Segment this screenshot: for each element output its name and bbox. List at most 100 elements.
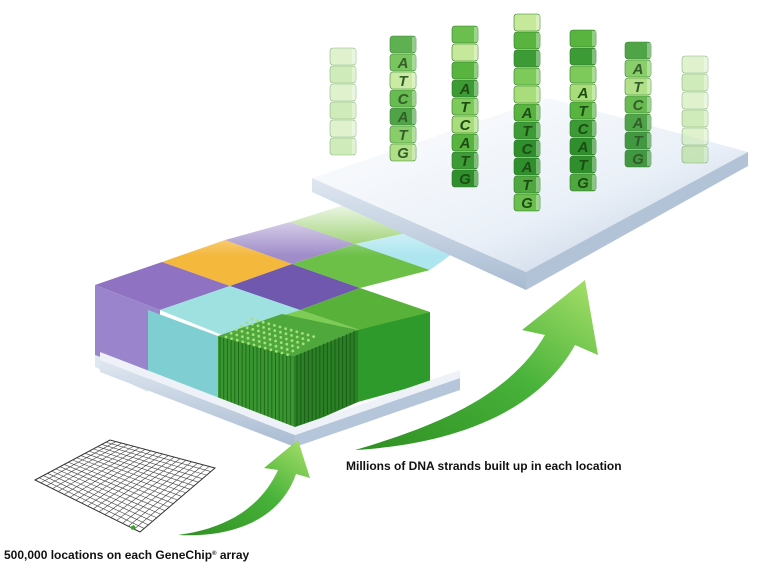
dna-base-letter: C: [578, 121, 590, 138]
dna-block-shine: [536, 105, 540, 120]
dna-base-block: [569, 155, 597, 174]
dna-base-block: [681, 73, 709, 92]
dna-block-shine: [352, 121, 356, 136]
feature-dot: [251, 333, 255, 336]
dna-base-block: [681, 145, 709, 164]
feature-dot: [262, 331, 266, 334]
feature-dot: [278, 325, 282, 329]
feature-dot: [240, 324, 244, 328]
feature-dot: [295, 335, 299, 339]
cube-top-purple-mid: [230, 264, 360, 310]
feature-cube-dots: [224, 317, 315, 356]
dna-strands-caption: Millions of DNA strands built up in each…: [346, 459, 622, 473]
dna-base-block: [513, 193, 541, 212]
dna-base-block: [329, 83, 357, 102]
feature-dot: [280, 346, 283, 350]
dna-base-letter: C: [522, 141, 534, 158]
feature-dot: [289, 328, 293, 332]
cube-front-green-right-top: [300, 288, 430, 330]
feature-dot: [246, 331, 250, 335]
dna-base-letter: T: [522, 177, 533, 194]
dna-base-letter: T: [578, 103, 589, 120]
dna-base-block: [389, 125, 417, 144]
feature-dot: [251, 322, 254, 326]
feature-dot: [235, 333, 239, 337]
feature-dot: [257, 334, 261, 338]
dna-block-shine: [352, 85, 356, 100]
dna-base-block: [681, 91, 709, 110]
feature-dot: [307, 338, 310, 342]
dna-base-letter: C: [398, 91, 410, 108]
feature-dot: [252, 338, 256, 342]
dna-base-letter: T: [398, 73, 409, 90]
dna-base-block: [513, 67, 541, 86]
chip-base-right: [295, 378, 460, 447]
dna-base-letter: G: [632, 151, 644, 168]
dna-base-letter: A: [397, 55, 409, 72]
dna-base-letter: A: [459, 81, 471, 98]
cube-front-purple: [95, 285, 160, 380]
feature-dot: [273, 324, 276, 327]
dna-base-block: [624, 41, 652, 60]
feature-dot: [285, 342, 289, 346]
dna-base-block: [389, 71, 417, 90]
dna-base-block: [624, 77, 652, 96]
feature-dot: [286, 353, 289, 356]
dna-base-block: [389, 89, 417, 108]
dna-base-block: [329, 65, 357, 84]
feature-dot: [246, 336, 250, 340]
dna-block-shine: [352, 139, 356, 154]
feature-dot: [274, 344, 278, 348]
dna-block-shine: [536, 141, 540, 156]
dna-block-shine: [592, 31, 596, 46]
dna-base-block: [389, 35, 417, 54]
feature-dot: [241, 340, 245, 344]
dna-block-shine: [412, 37, 416, 52]
dna-base-block: [624, 59, 652, 78]
dna-block-shine: [474, 81, 478, 96]
platform-front: [312, 178, 526, 290]
dna-base-block: [389, 107, 417, 126]
dna-base-block: [389, 53, 417, 72]
dna-base-letter: A: [577, 139, 589, 156]
dna-block-shine: [536, 177, 540, 192]
dna-block-shine: [412, 73, 416, 88]
chip-grid-lines: [39, 441, 211, 530]
feature-dot: [275, 350, 278, 353]
feature-dot: [312, 335, 315, 338]
dna-base-letter: G: [521, 195, 533, 212]
dna-base-letter: A: [577, 85, 589, 102]
feature-dot: [295, 330, 299, 334]
dna-base-block: [451, 115, 479, 134]
dna-base-block: [451, 151, 479, 170]
dna-base-block: [569, 83, 597, 102]
feature-dot: [269, 348, 273, 352]
dna-base-letter: A: [632, 115, 644, 132]
dna-base-letter: T: [633, 133, 644, 150]
feature-dot: [241, 335, 244, 338]
feature-dot: [235, 328, 238, 332]
dna-base-block: [451, 43, 479, 62]
dna-block-shine: [536, 33, 540, 48]
dna-base-block: [329, 119, 357, 138]
dna-block-shine: [647, 79, 651, 94]
feature-dot: [224, 335, 228, 339]
dna-base-block: [513, 103, 541, 122]
feature-dot: [274, 339, 277, 343]
feature-dot: [284, 332, 288, 336]
dna-block-shine: [536, 159, 540, 174]
dna-block-shine: [474, 135, 478, 150]
dna-base-block: [451, 97, 479, 116]
dna-base-block: [569, 65, 597, 84]
dna-base-letter: C: [460, 117, 472, 134]
feature-dot: [301, 332, 304, 335]
feature-dot: [245, 326, 249, 330]
feature-dot: [296, 340, 299, 344]
dna-block-shine: [592, 157, 596, 172]
dna-base-letter: G: [459, 171, 471, 188]
dna-block-shine: [592, 85, 596, 100]
dna-column: [681, 55, 709, 164]
dna-base-letter: T: [460, 153, 471, 170]
